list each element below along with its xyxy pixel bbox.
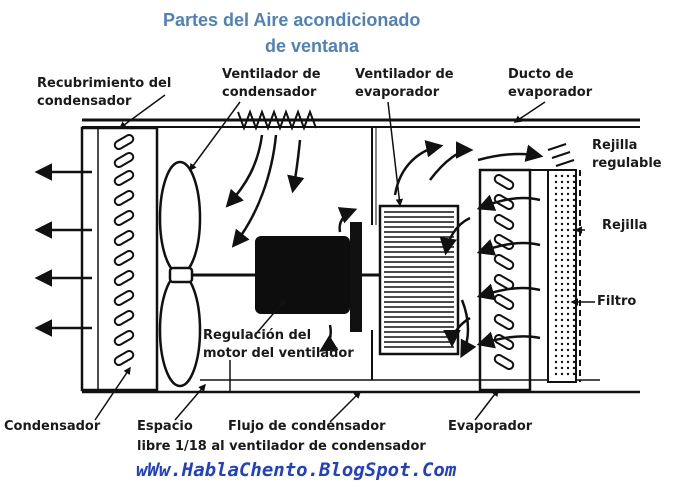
fan-motor (255, 236, 350, 314)
label-space-1: Espacio (137, 419, 193, 434)
label-condenser-fan-1: Ventilador de (222, 67, 321, 82)
label-adjustable-grille-1: Rejilla (592, 138, 638, 153)
label-condenser-cover-2: condensador (37, 94, 132, 109)
filter-and-grille (547, 169, 581, 383)
evaporator-intake-arrows (439, 194, 541, 349)
label-filter: Filtro (597, 294, 637, 309)
label-evaporator: Evaporador (448, 419, 533, 434)
label-evaporator-duct-1: Ducto de (508, 67, 574, 82)
label-condenser: Condensador (4, 419, 101, 434)
top-coil (237, 109, 317, 131)
partition-wall (371, 128, 377, 380)
condenser-airflow-arrows (225, 134, 358, 352)
label-space-2: libre 1/18 al ventilador de condensador (137, 439, 426, 454)
condenser-exhaust-arrows (34, 163, 92, 337)
label-condenser-fan-2: condensador (222, 85, 317, 100)
adjustable-grille-louvers (547, 143, 575, 167)
blog-url-link[interactable]: wWw.HablaChento.BlogSpot.Com (136, 459, 457, 481)
label-condenser-cover-1: Recubrimiento del (37, 76, 172, 91)
label-grille: Rejilla (602, 218, 648, 233)
diagram-title-line-1: Partes del Aire acondicionado (163, 10, 421, 30)
diagram-title-line-2: de ventana (265, 36, 360, 56)
condenser-coil-slots (113, 134, 135, 366)
callout-lines (94, 94, 595, 423)
label-evaporator-fan-1: Ventilador de (355, 67, 454, 82)
label-condenser-flow: Flujo de condensador (228, 419, 386, 434)
label-evaporator-fan-2: evaporador (355, 85, 440, 100)
condenser-fan (158, 160, 202, 388)
label-adjustable-grille-2: regulable (592, 156, 662, 171)
evaporator-blower (378, 204, 460, 356)
top-frame (82, 118, 640, 128)
evaporator-coil-slots (493, 174, 515, 370)
label-evaporator-duct-2: evaporador (508, 85, 593, 100)
label-fan-motor-regulation-2: motor del ventilador (203, 346, 354, 361)
label-fan-motor-regulation-1: Regulación del (203, 328, 312, 343)
motor-bracket (350, 222, 362, 332)
evaporator-flow-arrows (393, 140, 544, 359)
